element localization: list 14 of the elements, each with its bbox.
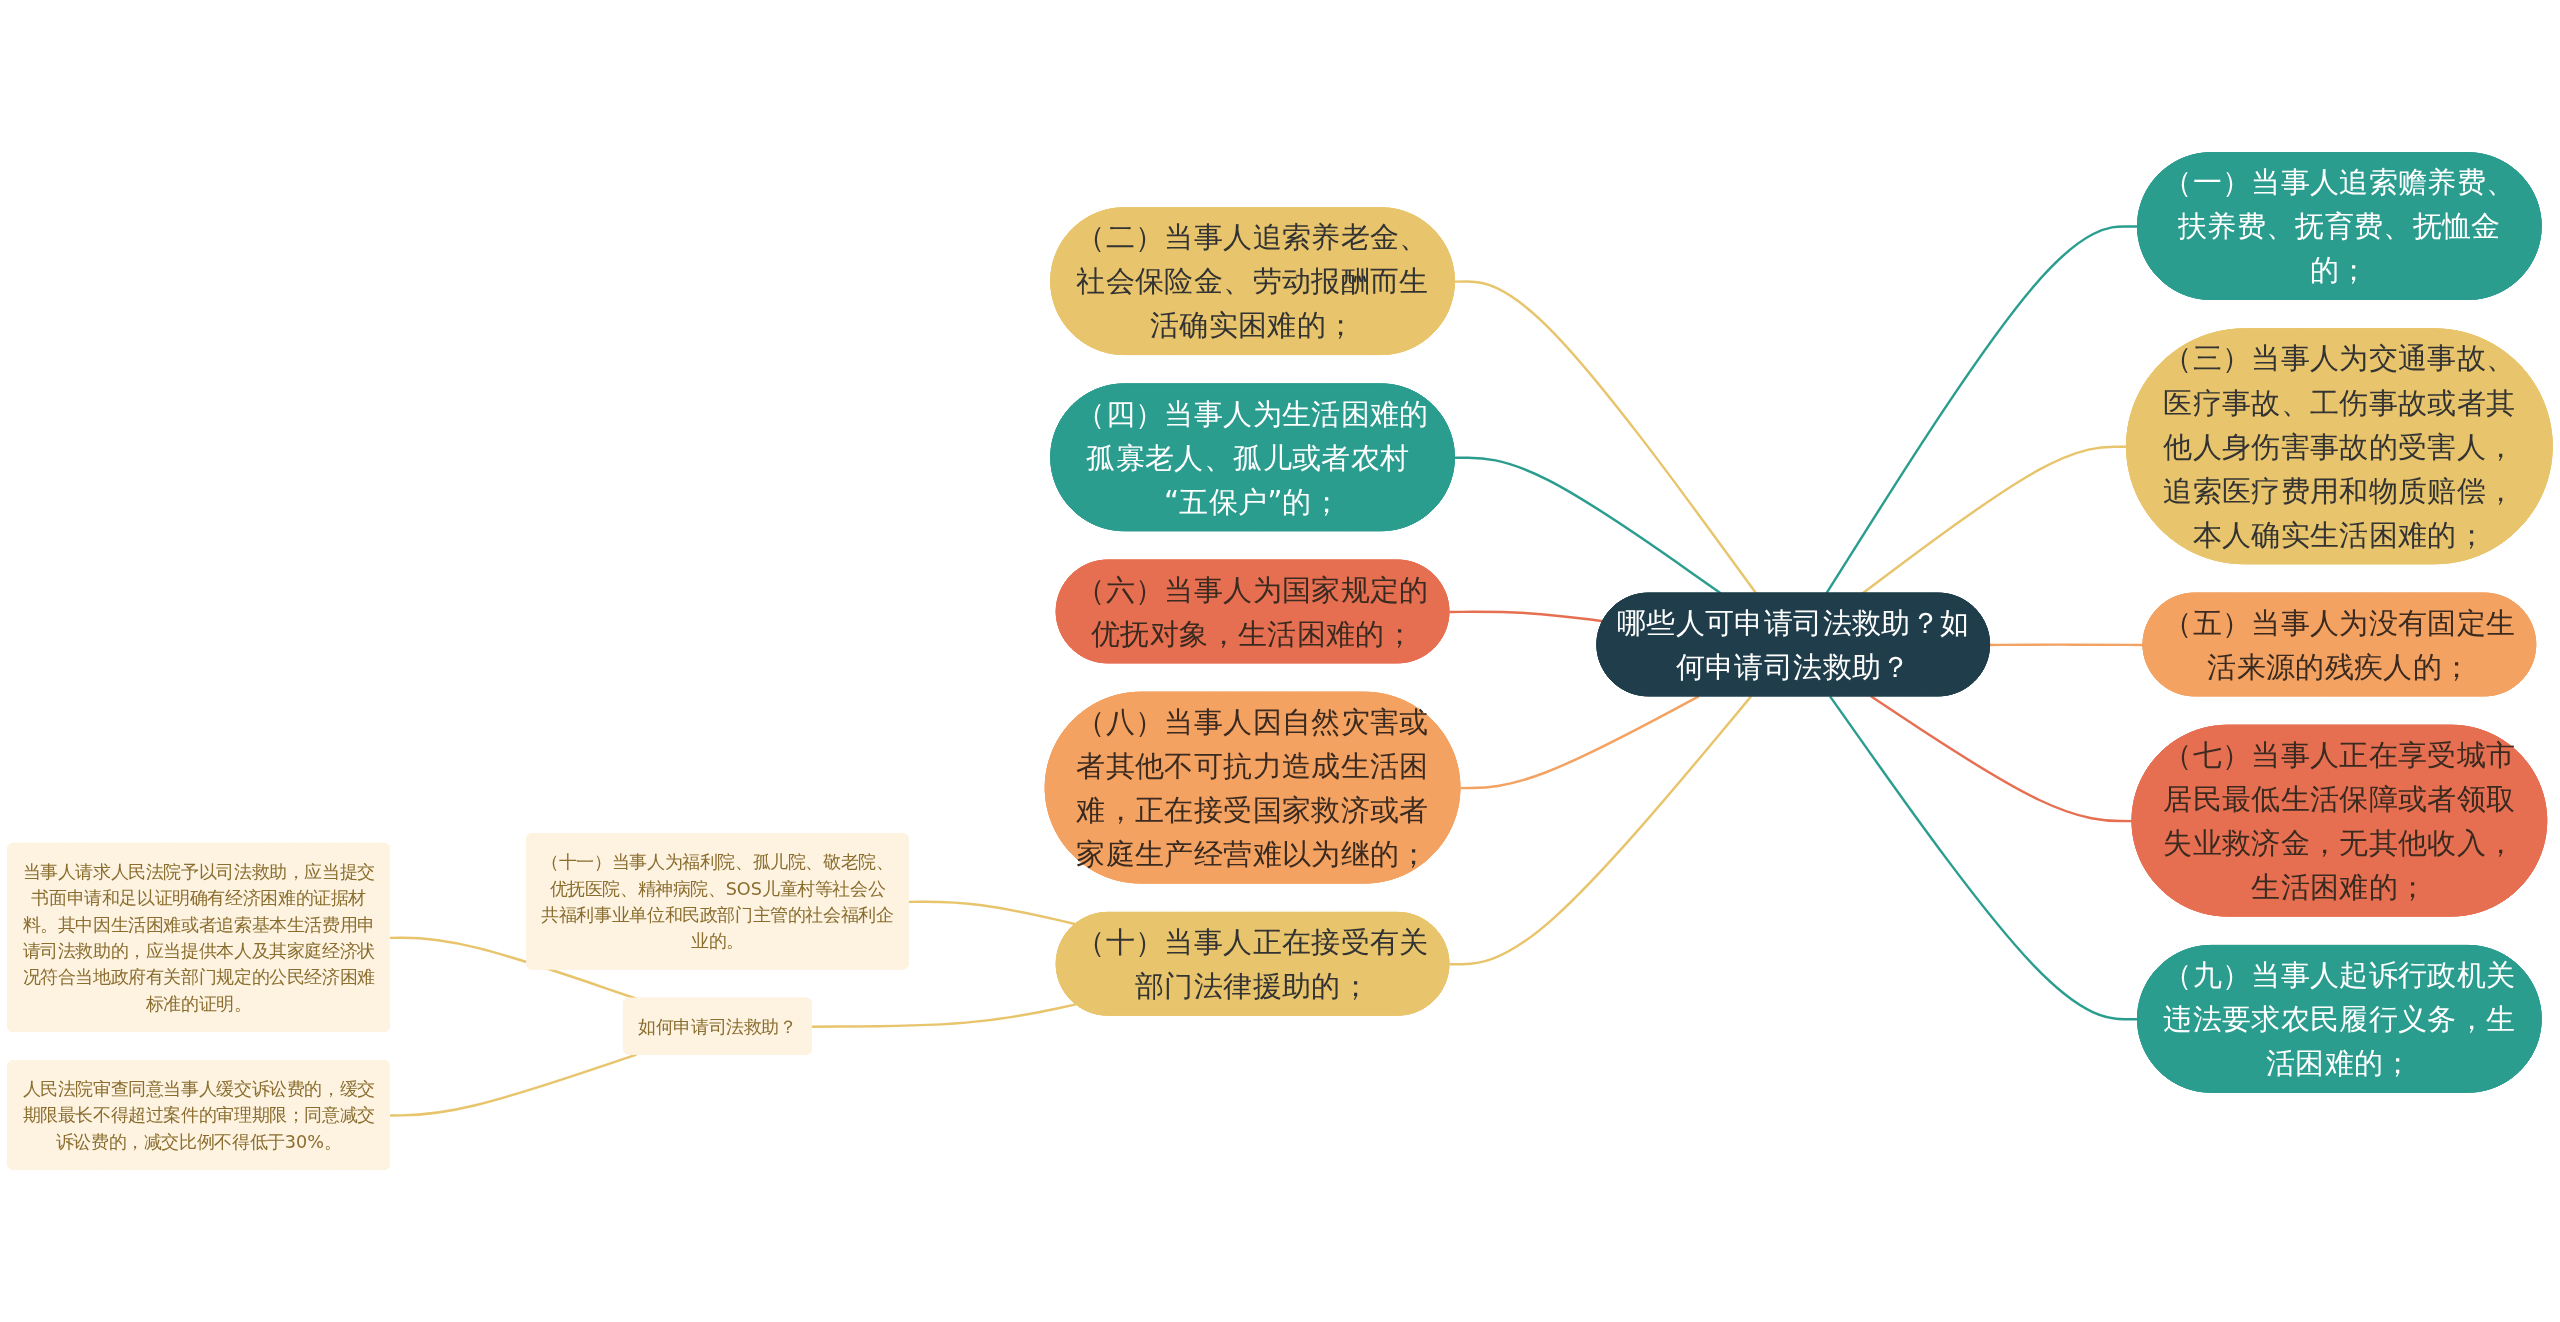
connector — [1870, 695, 2133, 823]
connector — [811, 1003, 1077, 1028]
connector — [1454, 456, 1722, 595]
connector — [1460, 695, 1700, 790]
connector — [908, 900, 1077, 926]
connector — [390, 1053, 637, 1117]
connector — [1449, 695, 1753, 966]
connector — [1829, 695, 2139, 1021]
connector — [390, 936, 637, 1000]
connector — [1454, 280, 1758, 595]
connector — [1449, 610, 1604, 623]
connector — [1861, 445, 2128, 595]
connector — [1825, 225, 2139, 595]
connector — [1990, 643, 2144, 647]
